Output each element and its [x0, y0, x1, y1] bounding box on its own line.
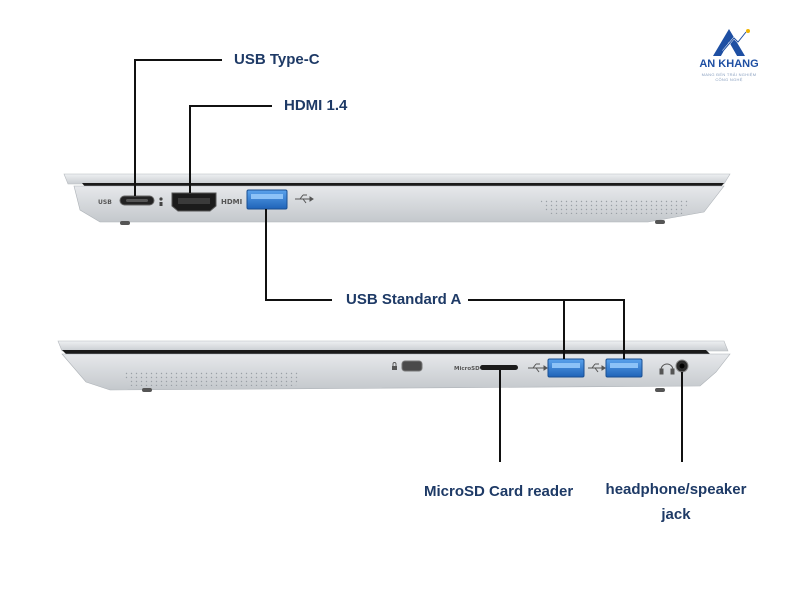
headphone-jack-inner [679, 363, 685, 369]
label-usb-type-c: USB Type-C [234, 51, 320, 68]
leader-usb-a-top [265, 209, 332, 301]
leader-lines [134, 59, 683, 462]
microsd-card-slot [480, 365, 518, 370]
lock-icon [392, 362, 397, 370]
headphone-icon [659, 363, 675, 375]
usb-symbol-icon [528, 363, 548, 373]
leader-usb-a-bottom [468, 299, 625, 359]
laptop-right-side-view: MicroSD [57, 340, 731, 392]
laptop-foot [655, 388, 665, 392]
leader-hdmi [189, 105, 272, 193]
laptop-lid-edge [63, 173, 731, 185]
usb-a-port-tongue [610, 363, 638, 368]
usb-c-marking: USB [98, 199, 112, 206]
power-indicator-icon [159, 197, 163, 201]
laptop-foot [142, 388, 152, 392]
usb-c-port-inner [126, 199, 148, 202]
label-microsd-card-reader: MicroSD Card reader [424, 483, 574, 500]
vent-grille [540, 200, 690, 214]
microsd-marking: MicroSD [454, 366, 480, 372]
usb-symbol-icon [588, 363, 606, 373]
usb-symbol-icon [295, 194, 314, 204]
label-headphone-jack: headphone/speaker jack [600, 477, 752, 527]
label-headphone-line2: jack [661, 506, 691, 523]
usb-a-port [246, 189, 288, 210]
power-indicator-icon [159, 202, 163, 206]
brand-name: AN KHANG [699, 58, 759, 70]
hdmi-port-inner [178, 198, 210, 204]
laptop-left-side-view: USB HDMI [63, 173, 731, 225]
laptop-foot [655, 220, 665, 224]
laptop-lid-edge [57, 340, 729, 352]
hdmi-marking: HDMI [221, 198, 242, 206]
usb-a-port-tongue [251, 194, 283, 199]
label-usb-standard-a: USB Standard A [342, 291, 466, 308]
label-headphone-line1: headphone/speaker [605, 481, 747, 498]
brand-logo-mark-icon [713, 29, 750, 56]
brand-tagline: MANG ĐẾN TRẢI NGHIỆM CÔNG NGHỆ [701, 72, 757, 82]
vent-grille [122, 372, 300, 386]
security-lock-slot [401, 360, 423, 372]
usb-a-port-tongue [552, 363, 580, 368]
laptop-foot [120, 221, 130, 225]
leader-usb-type-c [134, 59, 222, 196]
label-hdmi: HDMI 1.4 [284, 97, 348, 114]
brand-logo: AN KHANG MANG ĐẾN TRẢI NGHIỆM CÔNG NGHỆ [696, 26, 762, 82]
